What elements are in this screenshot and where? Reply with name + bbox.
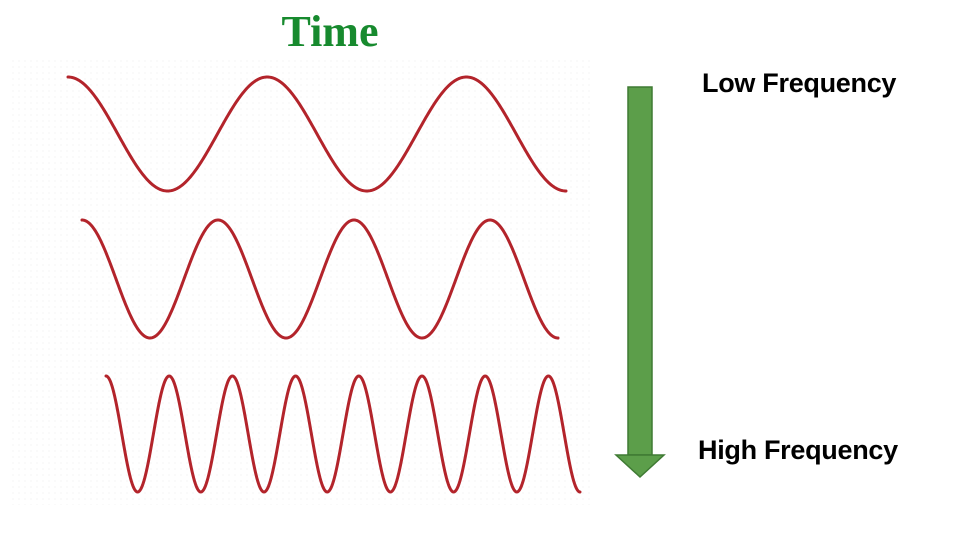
- low-frequency-wave: [66, 75, 568, 193]
- low-frequency-label: Low Frequency: [702, 68, 897, 98]
- high-frequency-label: High Frequency: [698, 435, 898, 465]
- high-frequency-wave: [104, 374, 582, 494]
- dotted-background: [8, 60, 593, 505]
- medium-frequency-wave: [80, 218, 560, 340]
- diagram-title: Time: [281, 7, 379, 56]
- down-arrow: [614, 86, 666, 479]
